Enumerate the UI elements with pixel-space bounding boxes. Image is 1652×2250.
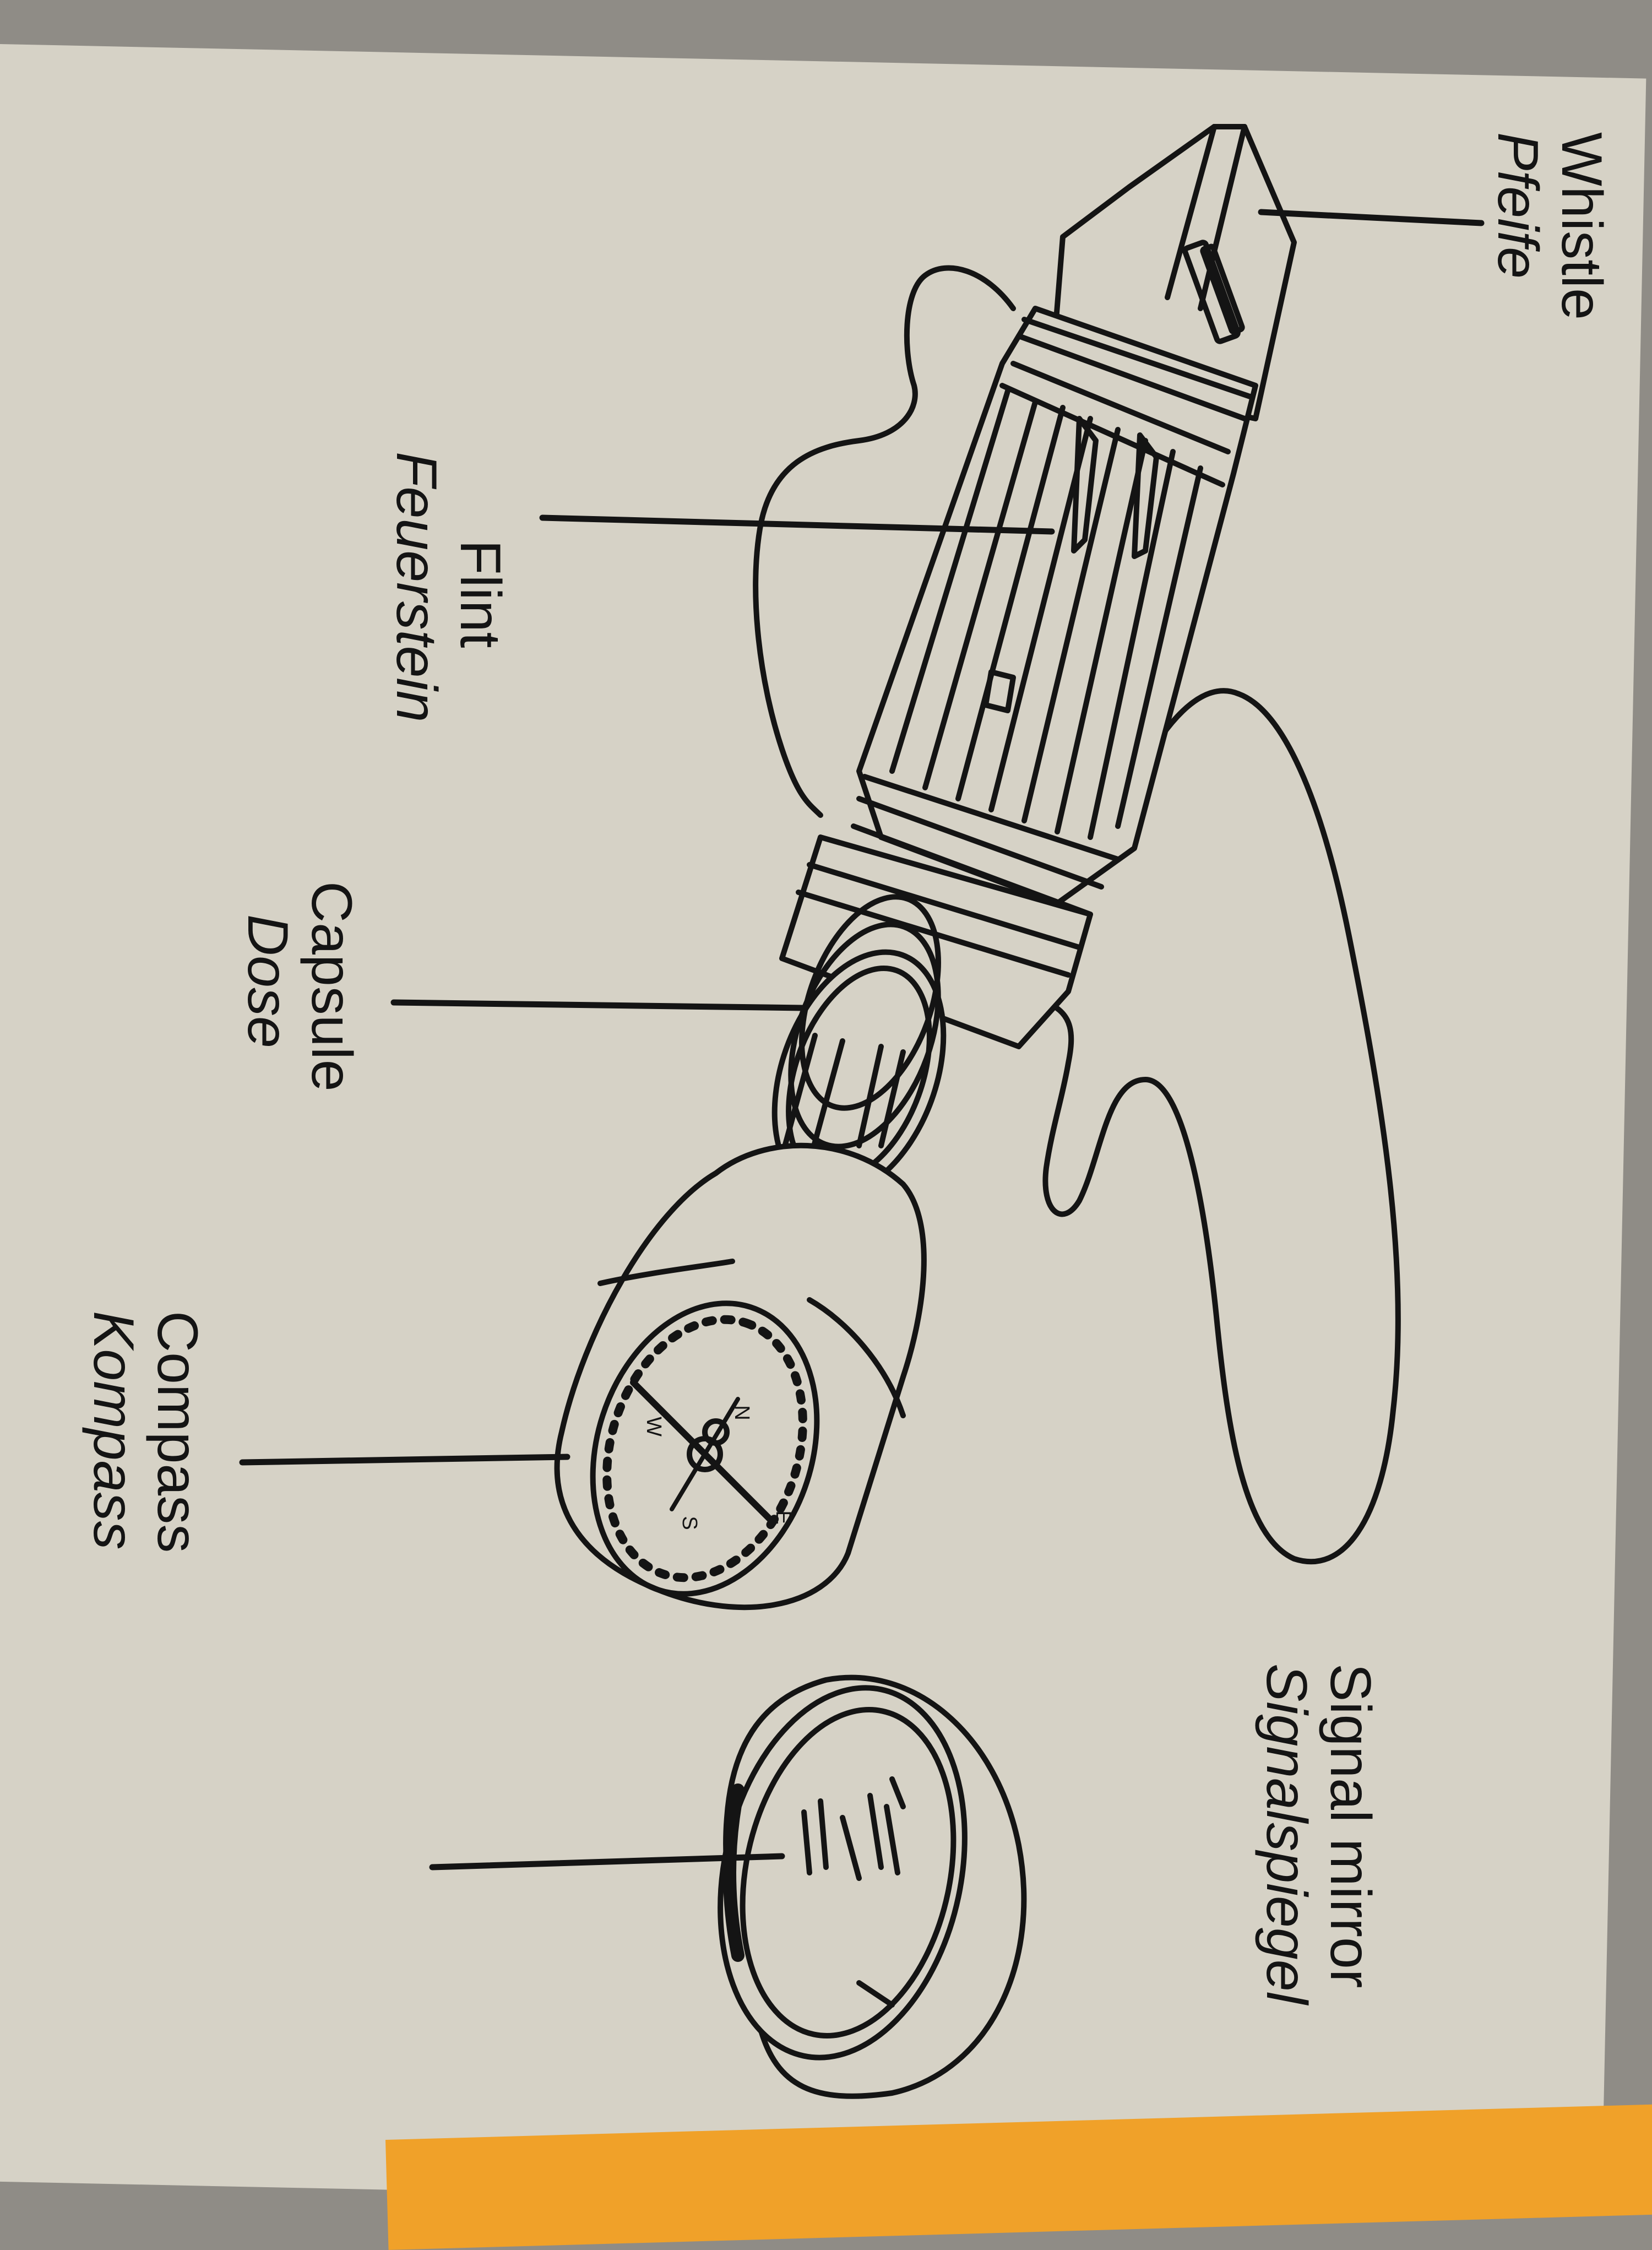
label-compass-en: Compass [145, 1311, 209, 1553]
survival-kit-diagram: N E S W [239, 124, 1485, 2099]
flint-body [851, 306, 1258, 917]
label-signal-mirror-en: Signal mirror [1318, 1663, 1382, 1988]
compass-west: W [642, 1417, 665, 1436]
leader-mirror [429, 1853, 785, 1871]
compass-south: S [678, 1516, 701, 1530]
leader-whistle [1258, 209, 1485, 226]
leader-capsule [390, 999, 807, 1011]
compass-east: E [771, 1510, 795, 1524]
label-whistle-de: Pfeife [1486, 132, 1550, 279]
label-signal-mirror: Signal mirror Signalspiegel [1254, 1663, 1382, 2004]
leader-flint [539, 514, 1055, 535]
label-flint: Flint Feuerstein [384, 452, 512, 722]
label-whistle-en: Whistle [1550, 132, 1613, 320]
label-flint-en: Flint [448, 540, 512, 648]
label-capsule: Capsule Dose [236, 881, 363, 1092]
label-whistle: Whistle Pfeife [1486, 132, 1613, 320]
label-compass-de: Kompass [81, 1311, 145, 1550]
leader-compass [239, 1454, 570, 1466]
cord-loop-right [1042, 688, 1401, 1565]
compass-part [554, 1142, 927, 1611]
signal-mirror-part [718, 1674, 1027, 2099]
compass-north: N [730, 1405, 753, 1420]
label-flint-de: Feuerstein [384, 452, 448, 723]
label-capsule-en: Capsule [300, 881, 363, 1092]
label-compass: Compass Kompass [81, 1311, 209, 1553]
label-capsule-de: Dose [236, 914, 300, 1048]
label-signal-mirror-de: Signalspiegel [1254, 1663, 1318, 2004]
cord-loop-left [753, 265, 1016, 818]
